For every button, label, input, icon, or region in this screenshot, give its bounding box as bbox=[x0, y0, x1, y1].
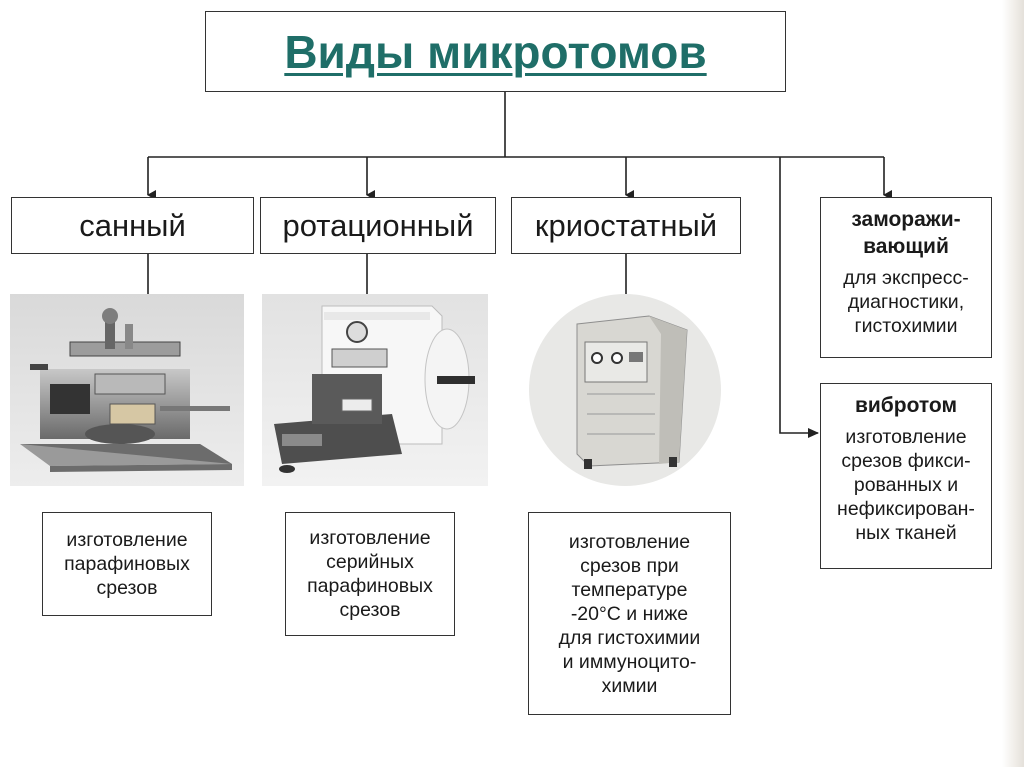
type-box-rotary: ротационный bbox=[260, 197, 496, 254]
desc-line: изготовление bbox=[307, 526, 433, 550]
type-box-cryostat: криостатный bbox=[511, 197, 741, 254]
desc-line: срезов bbox=[64, 576, 190, 600]
type-box-sledge: санный bbox=[11, 197, 254, 254]
desc-line: срезов при bbox=[559, 554, 701, 578]
desc-line: срезов bbox=[307, 598, 433, 622]
desc-line: парафиновых bbox=[307, 574, 433, 598]
desc-line: изготовление bbox=[821, 425, 991, 449]
desc-line: срезов фикси- bbox=[821, 449, 991, 473]
title-box: Виды микротомов bbox=[205, 11, 786, 92]
desc-line: и иммуноцито- bbox=[559, 650, 701, 674]
desc-line: для гистохимии bbox=[559, 626, 701, 650]
type-label-sledge: санный bbox=[79, 208, 186, 244]
desc-line: нефиксирован- bbox=[821, 497, 991, 521]
diagram-title: Виды микротомов bbox=[284, 25, 706, 79]
desc-line: парафиновых bbox=[64, 552, 190, 576]
desc-line: изготовление bbox=[559, 530, 701, 554]
desc-line: для экспресс- bbox=[821, 266, 991, 290]
type-box-freezing: заморажи- вающий для экспресс- диагности… bbox=[820, 197, 992, 358]
desc-line: серийных bbox=[307, 550, 433, 574]
sledge-microtome-photo bbox=[10, 294, 244, 486]
type-label-freezing-1: заморажи- bbox=[821, 206, 991, 233]
desc-box-cryostat: изготовление срезов при температуре -20°… bbox=[528, 512, 731, 715]
desc-line: диагностики, bbox=[821, 290, 991, 314]
desc-line: температуре bbox=[559, 578, 701, 602]
desc-line: -20°C и ниже bbox=[559, 602, 701, 626]
type-label-vibratome: вибротом bbox=[821, 392, 991, 419]
desc-box-sledge: изготовление парафиновых срезов bbox=[42, 512, 212, 616]
desc-line: химии bbox=[559, 674, 701, 698]
rotary-microtome-photo bbox=[262, 294, 488, 486]
desc-box-rotary: изготовление серийных парафиновых срезов bbox=[285, 512, 455, 636]
arrow-vibratome bbox=[780, 157, 818, 433]
desc-line: рованных и bbox=[821, 473, 991, 497]
desc-line: ных тканей bbox=[821, 521, 991, 545]
type-label-freezing-2: вающий bbox=[821, 233, 991, 260]
cryostat-photo bbox=[529, 294, 722, 486]
type-label-cryostat: криостатный bbox=[535, 208, 717, 244]
desc-line: гистохимии bbox=[821, 314, 991, 338]
desc-line: изготовление bbox=[64, 528, 190, 552]
type-box-vibratome: вибротом изготовление срезов фикси- рова… bbox=[820, 383, 992, 569]
type-label-rotary: ротационный bbox=[282, 208, 473, 244]
